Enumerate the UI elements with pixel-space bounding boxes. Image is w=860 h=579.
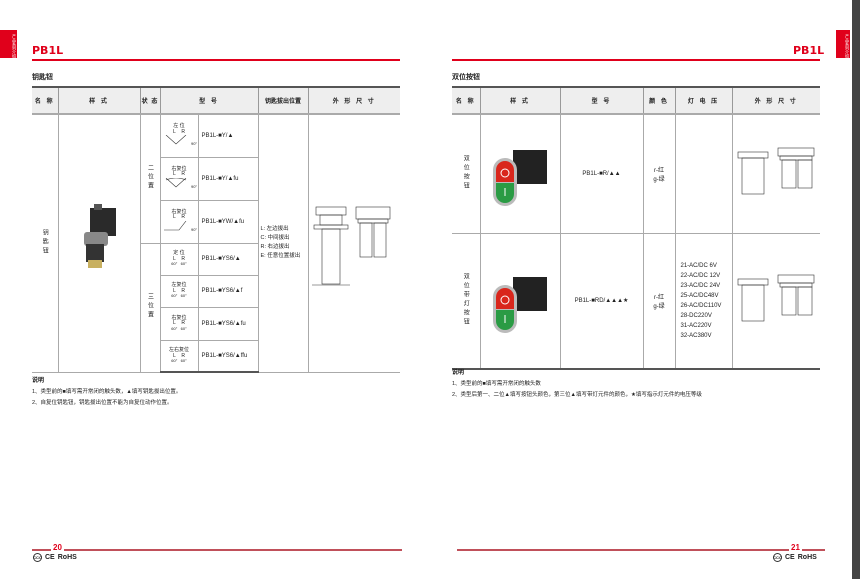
right-side-tab: 产品系列介绍	[836, 30, 850, 58]
col-dimensions: 外 形 尺 寸	[307, 86, 400, 115]
button-image-1	[479, 232, 561, 370]
dimension-drawing-0	[731, 113, 820, 234]
key-switch-image	[84, 204, 116, 269]
page-number-right: 21	[789, 543, 802, 552]
col-model: 型 号	[159, 86, 258, 115]
brand-title-right: PB1L	[793, 44, 825, 57]
dimension-drawing	[307, 113, 400, 373]
model-2: PB1L-■YW/▲fu	[197, 199, 258, 244]
title-rule	[32, 59, 400, 61]
row-name-1: 双位带灯按钮	[452, 232, 481, 370]
voltage-0	[674, 113, 733, 234]
left-footer-line	[32, 549, 402, 551]
col-voltage: 灯 电 压	[674, 86, 732, 115]
col-color: 颜 色	[642, 86, 675, 115]
title-rule-right	[452, 59, 820, 61]
model-1: PB1L-■Y/▲fu	[197, 156, 258, 201]
brand-title: PB1L	[32, 44, 64, 57]
left-side-tab: 产品系列介绍	[0, 30, 17, 58]
section-title: 钥匙钮	[32, 74, 53, 81]
model-4: PB1L-■YS6/▲f	[197, 274, 258, 308]
col-state: 状 态	[139, 86, 160, 115]
model-0: PB1L-■Y/▲	[197, 113, 259, 158]
state-three-position: 三位置	[140, 242, 161, 373]
model-0: PB1L-■R/▲▲	[559, 113, 644, 234]
col-key-position: 钥匙拔出位置	[257, 86, 308, 115]
section-title-right: 双位按钮	[452, 74, 480, 81]
button-image-0	[479, 113, 561, 234]
page-edge	[852, 0, 860, 579]
dimension-drawing-1	[731, 232, 820, 370]
col-dimensions: 外 形 尺 寸	[731, 86, 820, 115]
model-3: PB1L-■YS6/▲	[197, 242, 258, 276]
page-number-left: 20	[51, 543, 64, 552]
col-style: 样 式	[57, 86, 140, 115]
col-name: 名 称	[32, 86, 58, 115]
double-button-table: 名 称 样 式 型 号 颜 色 灯 电 压 外 形 尺 寸 双位按钮 PB1L-…	[452, 86, 820, 370]
model-1: PB1L-■RD/▲▲▲★	[559, 232, 644, 370]
row-name-0: 双位按钮	[452, 113, 481, 234]
col-style: 样 式	[479, 86, 560, 115]
right-footer-line	[457, 549, 825, 551]
model-6: PB1L-■YS6/▲ffu	[197, 339, 258, 373]
col-model: 型 号	[559, 86, 643, 115]
product-name: 钥匙钮	[32, 113, 59, 373]
product-image	[57, 113, 141, 373]
key-switch-table: 名 称 样 式 状 态 型 号 钥匙拔出位置 外 形 尺 寸 钥匙钮 二位置 左…	[32, 86, 400, 373]
col-name: 名 称	[452, 86, 480, 115]
state-two-position: 二位置	[139, 113, 161, 244]
model-5: PB1L-■YS6/▲fu	[197, 306, 258, 341]
